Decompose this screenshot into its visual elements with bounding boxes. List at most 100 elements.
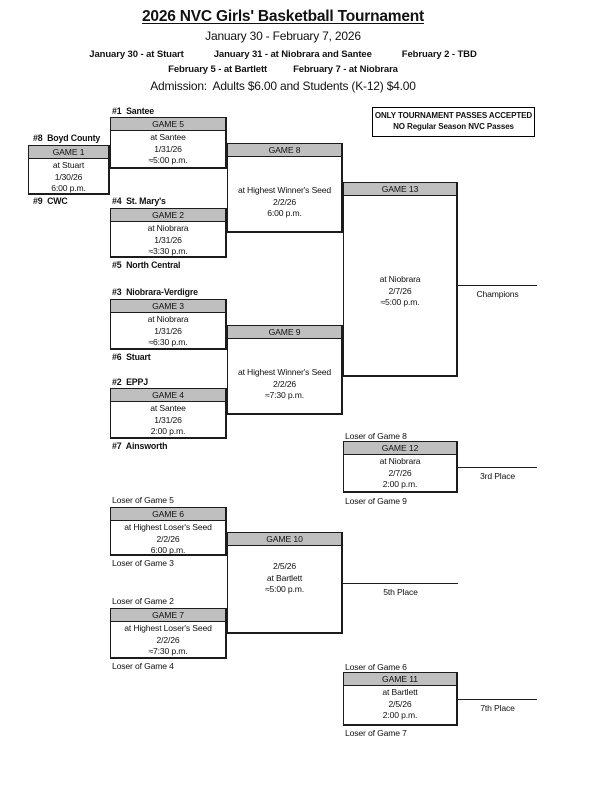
notice-line-2: NO Regular Season NVC Passes <box>393 121 514 131</box>
seed-label-9-cwc: #9 CWC <box>33 196 68 206</box>
schedule-row-2: February 5 - at Bartlett February 7 - at… <box>0 64 566 75</box>
game-5-header: GAME 5 <box>111 118 225 131</box>
tournament-date-range: January 30 - February 7, 2026 <box>205 29 361 43</box>
game-8-venue: at Highest Winner's Seed <box>237 185 332 195</box>
feeder-label-loser-game-5: Loser of Game 5 <box>112 495 174 505</box>
feeder-label-loser-game-3: Loser of Game 3 <box>112 558 174 568</box>
seed-label-5-north-central: #5 North Central <box>112 260 181 270</box>
schedule-item: February 7 - at Niobrara <box>293 64 398 75</box>
schedule-item: January 31 - at Niobrara and Santee <box>213 49 372 60</box>
game-3-time: ≈6:30 p.m. <box>148 337 188 348</box>
feeder-label-loser-game-2: Loser of Game 2 <box>112 596 174 606</box>
game-13-date: 2/7/26 <box>388 285 412 296</box>
game-5-venue: at Santee <box>150 132 186 142</box>
feeder-label-loser-game-4: Loser of Game 4 <box>112 661 174 671</box>
seed-label-4-st-marys: #4 St. Mary's <box>112 196 166 206</box>
seed-label-2-eppj: #2 EPPJ <box>112 377 148 387</box>
game-1-header: GAME 1 <box>29 146 108 159</box>
schedule-row-1: January 30 - at Stuart January 31 - at N… <box>0 49 566 60</box>
game-9-venue: at Highest Winner's Seed <box>237 367 332 377</box>
seventh-place-line <box>458 699 537 700</box>
game-2-box: GAME 2 at Niobrara 1/31/26 ≈3:30 p.m. <box>110 208 227 258</box>
schedule-item: February 2 - TBD <box>401 49 477 60</box>
game-3-date: 1/31/26 <box>154 325 182 336</box>
game-4-date: 1/31/26 <box>154 414 182 425</box>
game-2-header: GAME 2 <box>111 209 225 222</box>
feeder-label-loser-game-9: Loser of Game 9 <box>345 496 407 506</box>
game-12-header: GAME 12 <box>344 442 456 455</box>
game-13-box: GAME 13 at Niobrara 2/7/26 ≈5:00 p.m. <box>343 182 458 377</box>
game-9-date: 2/2/26 <box>273 378 296 389</box>
game-4-header: GAME 4 <box>111 389 225 402</box>
game-2-time: ≈3:30 p.m. <box>148 246 188 257</box>
game-6-box: GAME 6 at Highest Loser's Seed 2/2/26 6:… <box>110 507 227 556</box>
game-8-header: GAME 8 <box>228 144 341 157</box>
feeder-label-loser-game-8: Loser of Game 8 <box>345 431 407 441</box>
game-13-time: ≈5:00 p.m. <box>380 297 420 308</box>
fifth-place-label: 5th Place <box>383 587 418 597</box>
game-7-venue: at Highest Loser's Seed <box>124 623 212 633</box>
third-place-line <box>458 467 537 468</box>
game-13-venue: at Niobrara <box>379 274 421 284</box>
game-6-date: 2/2/26 <box>156 533 180 544</box>
feeder-label-loser-game-7: Loser of Game 7 <box>345 728 407 738</box>
game-6-time: 6:00 p.m. <box>150 545 186 556</box>
game-5-box: GAME 5 at Santee 1/31/26 ≈5:00 p.m. <box>110 117 227 169</box>
tournament-pass-notice: ONLY TOURNAMENT PASSES ACCEPTED NO Regul… <box>372 107 535 137</box>
game-13-header: GAME 13 <box>344 183 456 196</box>
seed-label-6-stuart: #6 Stuart <box>112 352 151 362</box>
game-6-venue: at Highest Loser's Seed <box>124 522 212 532</box>
game-10-header: GAME 10 <box>228 533 341 546</box>
game-10-time: ≈5:00 p.m. <box>264 584 305 595</box>
seed-label-1-santee: #1 Santee <box>112 106 155 116</box>
schedule-item: January 30 - at Stuart <box>89 49 184 60</box>
game-10-date: 2/5/26 <box>273 561 296 571</box>
game-3-box: GAME 3 at Niobrara 1/31/26 ≈6:30 p.m. <box>110 299 227 350</box>
game-4-box: GAME 4 at Santee 1/31/26 2:00 p.m. <box>110 388 227 439</box>
page-title: 2026 NVC Girls' Basketball Tournament <box>142 8 424 25</box>
game-11-venue: at Bartlett <box>382 687 418 697</box>
game-8-box: GAME 8 at Highest Winner's Seed 2/2/26 6… <box>227 143 343 233</box>
game-1-box: GAME 1 at Stuart 1/30/26 6:00 p.m. <box>28 145 110 195</box>
champions-label: Champions <box>476 289 519 299</box>
seventh-place-label: 7th Place <box>480 703 515 713</box>
game-1-venue: at Stuart <box>52 160 85 170</box>
game-1-date: 1/30/26 <box>54 171 83 182</box>
game-1-time: 6:00 p.m. <box>51 183 86 194</box>
game-8-date: 2/2/26 <box>273 196 296 207</box>
game-9-box: GAME 9 at Highest Winner's Seed 2/2/26 ≈… <box>227 325 343 415</box>
game-2-date: 1/31/26 <box>154 234 182 245</box>
game-7-box: GAME 7 at Highest Loser's Seed 2/2/26 ≈7… <box>110 608 227 659</box>
seed-label-3-niobrara-verdigre: #3 Niobrara-Verdigre <box>112 287 198 297</box>
game-12-venue: at Niobrara <box>379 456 421 466</box>
game-2-venue: at Niobrara <box>147 223 189 233</box>
game-10-box: GAME 10 2/5/26 at Bartlett ≈5:00 p.m. <box>227 532 343 634</box>
game-3-venue: at Niobrara <box>147 314 189 324</box>
game-9-time: ≈7:30 p.m. <box>264 390 305 401</box>
game-11-header: GAME 11 <box>344 673 456 686</box>
game-8-time: 6:00 p.m. <box>267 208 302 219</box>
seed-label-7-ainsworth: #7 Ainsworth <box>112 441 168 451</box>
game-4-venue: at Santee <box>150 403 186 413</box>
game-7-date: 2/2/26 <box>156 634 180 645</box>
fifth-place-line <box>343 583 458 584</box>
admission-note: Admission: Adults $6.00 and Students (K-… <box>150 79 416 93</box>
game-7-time: ≈7:30 p.m. <box>148 646 188 657</box>
game-12-date: 2/7/26 <box>388 467 412 478</box>
game-6-header: GAME 6 <box>111 508 225 521</box>
game-12-box: GAME 12 at Niobrara 2/7/26 2:00 p.m. <box>343 441 458 493</box>
game-7-header: GAME 7 <box>111 609 225 622</box>
third-place-label: 3rd Place <box>480 471 515 481</box>
game-9-header: GAME 9 <box>228 326 341 339</box>
game-11-date: 2/5/26 <box>388 698 412 709</box>
feeder-label-loser-game-6: Loser of Game 6 <box>345 662 407 672</box>
seed-label-8-boyd-county: #8 Boyd County <box>33 133 101 143</box>
schedule-item: February 5 - at Bartlett <box>168 64 268 75</box>
game-10-venue: at Bartlett <box>266 572 303 583</box>
game-4-time: 2:00 p.m. <box>150 426 186 437</box>
game-11-time: 2:00 p.m. <box>382 710 418 721</box>
game-5-date: 1/31/26 <box>154 143 182 154</box>
game-12-time: 2:00 p.m. <box>382 479 418 490</box>
notice-line-1: ONLY TOURNAMENT PASSES ACCEPTED <box>374 111 533 120</box>
